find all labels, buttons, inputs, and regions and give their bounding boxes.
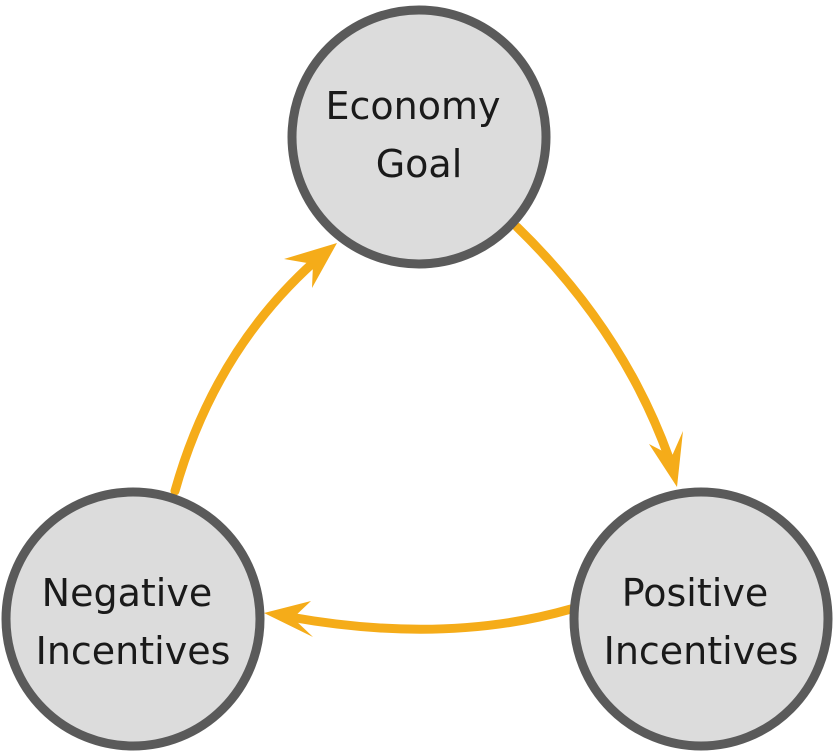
edge-economy-to-positive-line [512,222,674,463]
edge-positive-to-negative [264,601,576,637]
node-economy-goal: Economy Goal [287,5,551,269]
edge-negative-to-economy-arrowhead [284,243,337,288]
edge-economy-to-positive [512,222,683,487]
node-positive-incentives-circle [569,487,833,751]
node-positive-incentives-label-line1: Positive [622,571,769,615]
node-negative-incentives-label: Negative Incentives [36,571,231,673]
node-negative-incentives: Negative Incentives [1,487,265,751]
edge-positive-to-negative-line [285,604,576,634]
node-negative-incentives-circle [1,487,265,751]
edge-negative-to-economy [170,243,337,496]
node-economy-goal-label: Economy Goal [325,84,512,186]
node-negative-incentives-label-line1: Negative [42,571,213,615]
edge-positive-to-negative-arrowhead [264,601,313,637]
edge-negative-to-economy-line [170,257,319,496]
node-positive-incentives: Positive Incentives [569,487,833,751]
node-economy-goal-circle [287,5,551,269]
node-economy-goal-label-line1: Economy [325,84,500,128]
node-negative-incentives-label-line2: Incentives [36,629,231,673]
edge-economy-to-positive-arrowhead [649,431,683,487]
node-positive-incentives-label-line2: Incentives [604,629,799,673]
node-economy-goal-label-line2: Goal [376,142,463,186]
node-positive-incentives-label: Positive Incentives [604,571,799,673]
